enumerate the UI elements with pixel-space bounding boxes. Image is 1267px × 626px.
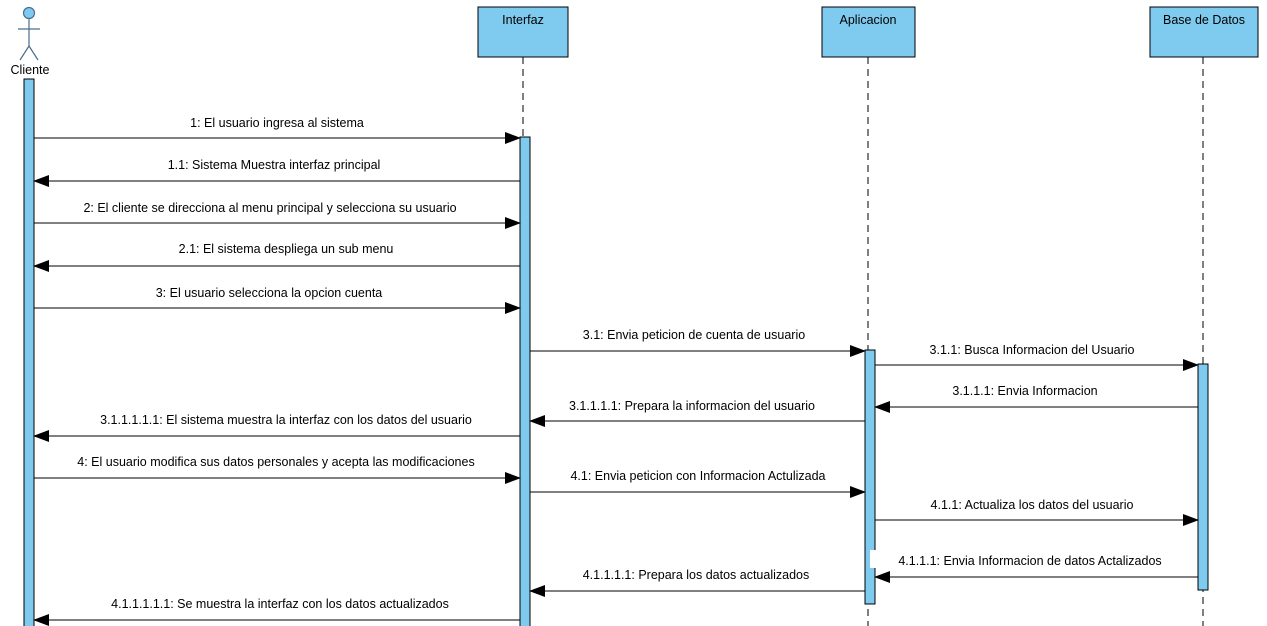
message-label: 3.1: Envia peticion de cuenta de usuario (583, 328, 805, 342)
activation-cliente (23, 78, 35, 626)
message-label: 3.1.1.1.1.1: El sistema muestra la inter… (100, 413, 472, 427)
message-label: 4.1.1: Actualiza los datos del usuario (931, 498, 1134, 512)
actor-label: Cliente (11, 63, 50, 77)
message-4-1-1: 4.1.1: Actualiza los datos del usuario (875, 498, 1199, 526)
lifeline-label: Base de Datos (1163, 13, 1245, 27)
message-2-1: 2.1: El sistema despliega un sub menu (33, 242, 520, 272)
actor-cliente: Cliente (11, 6, 50, 77)
lifeline-base-de-datos: Base de Datos (1149, 6, 1259, 626)
message-label: 3.1.1.1: Envia Informacion (952, 384, 1097, 398)
message-label: 3: El usuario selecciona la opcion cuent… (156, 286, 383, 300)
message-3-1: 3.1: Envia peticion de cuenta de usuario (530, 328, 866, 357)
activation-interfaz (519, 136, 531, 626)
message-4-1-1-1-1-1: 4.1.1.1.1.1: Se muestra la interfaz con … (33, 597, 520, 626)
lifeline-interfaz: Interfaz (477, 6, 569, 626)
message-3-1-1-1: 3.1.1.1: Envia Informacion (874, 384, 1198, 413)
message-3-1-1-1-1-1: 3.1.1.1.1.1: El sistema muestra la inter… (33, 413, 520, 442)
message-1-1: 1.1: Sistema Muestra interfaz principal (33, 158, 520, 187)
message-4-1-1-1: 4.1.1.1: Envia Informacion de datos Acta… (870, 550, 1198, 583)
activation-base-de-datos (1197, 363, 1209, 591)
message-label: 2: El cliente se direcciona al menu prin… (83, 201, 456, 215)
message-label: 3.1.1: Busca Informacion del Usuario (930, 343, 1135, 357)
message-label: 2.1: El sistema despliega un sub menu (179, 242, 394, 256)
message-4: 4: El usuario modifica sus datos persona… (34, 455, 521, 484)
message-label: 4.1.1.1.1: Prepara los datos actualizado… (583, 568, 810, 582)
activation-aplicacion (864, 349, 876, 605)
message-4-1: 4.1: Envia peticion con Informacion Actu… (530, 469, 866, 498)
lifeline-label: Aplicacion (840, 13, 897, 27)
message-3-1-1: 3.1.1: Busca Informacion del Usuario (875, 343, 1199, 371)
lifeline-box (1149, 6, 1259, 58)
message-label: 4.1.1.1.1.1: Se muestra la interfaz con … (111, 597, 449, 611)
message-4-1-1-1-1: 4.1.1.1.1: Prepara los datos actualizado… (529, 568, 865, 597)
lifeline-box (477, 6, 569, 58)
message-1: 1: El usuario ingresa al sistema (34, 116, 521, 144)
message-label: 1.1: Sistema Muestra interfaz principal (168, 158, 381, 172)
lifeline-label: Interfaz (502, 13, 544, 27)
message-label: 3.1.1.1.1: Prepara la informacion del us… (569, 399, 815, 413)
message-label: 1: El usuario ingresa al sistema (190, 116, 364, 130)
lifeline-aplicacion: Aplicacion (821, 6, 916, 626)
message-3: 3: El usuario selecciona la opcion cuent… (34, 286, 521, 314)
label-background (870, 550, 882, 568)
message-3-1-1-1-1: 3.1.1.1.1: Prepara la informacion del us… (529, 399, 865, 427)
message-label: 4.1.1.1: Envia Informacion de datos Acta… (898, 554, 1161, 568)
message-2: 2: El cliente se direcciona al menu prin… (34, 201, 521, 229)
message-label: 4.1: Envia peticion con Informacion Actu… (570, 469, 825, 483)
message-label: 4: El usuario modifica sus datos persona… (77, 455, 474, 469)
stick-figure-icon (18, 6, 40, 61)
